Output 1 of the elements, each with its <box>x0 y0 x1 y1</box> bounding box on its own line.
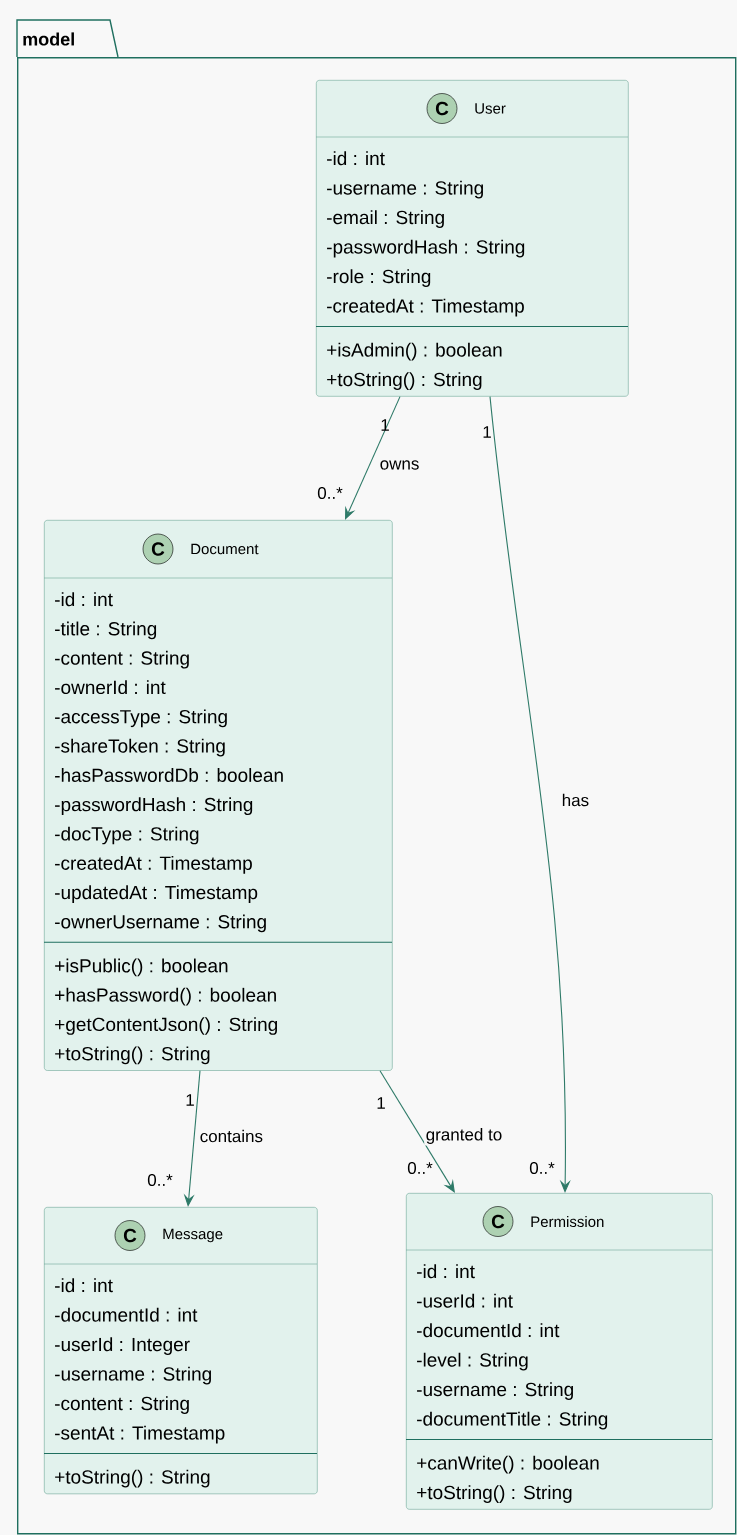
package-name: model <box>23 32 74 46</box>
